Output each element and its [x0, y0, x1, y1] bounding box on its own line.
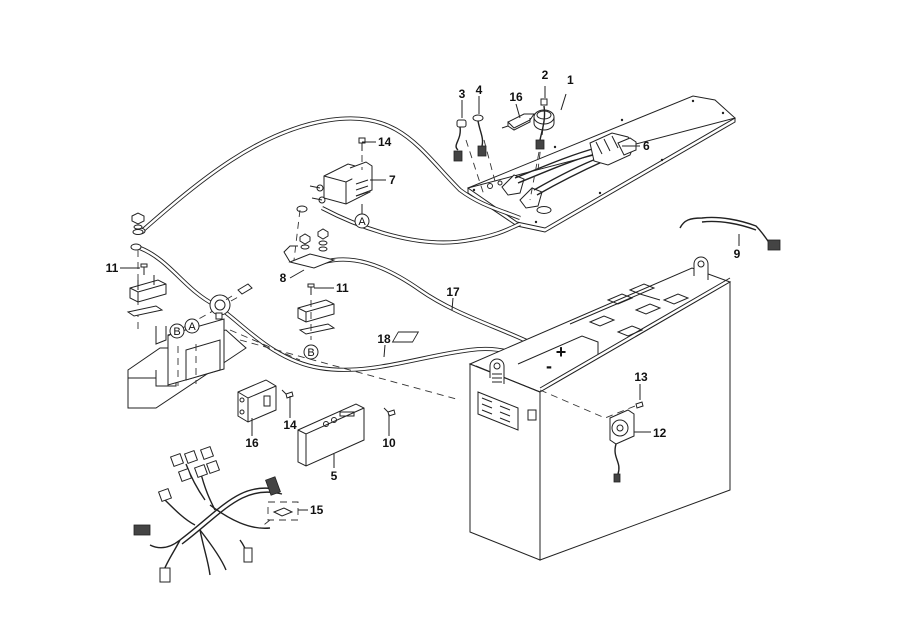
part-4-indicator — [472, 114, 497, 186]
callout-a-plate: A — [184, 318, 200, 334]
callout-b-plate-label: B — [173, 326, 180, 338]
cables — [139, 116, 550, 372]
part-number-labels: 1 2 3 4 16 6 14 7 8 11 11 9 17 18 13 12 … — [106, 68, 741, 517]
callout-b-fuse: B — [303, 344, 319, 360]
right-terminal-stack — [283, 209, 336, 340]
callout-a-label: A — [358, 216, 366, 228]
label-7: 7 — [389, 173, 396, 187]
label-6: 6 — [643, 139, 650, 153]
label-13: 13 — [634, 370, 648, 384]
label-9: 9 — [734, 247, 741, 261]
leader-lines — [120, 86, 740, 511]
part-5-controller — [297, 403, 365, 467]
part-13-screw — [635, 401, 644, 409]
callout-a-plate-label: A — [188, 321, 196, 333]
label-3: 3 — [459, 87, 466, 101]
part-9-sensor-lead — [679, 216, 781, 251]
callout-a-contactor: A — [354, 213, 370, 229]
label-18: 18 — [377, 332, 391, 346]
callout-b-label: B — [307, 347, 314, 359]
part-7-contactor — [309, 155, 373, 214]
label-15: 15 — [310, 503, 324, 517]
part-6-connector-harness — [501, 132, 637, 209]
left-terminal-stack — [126, 212, 167, 332]
label-11-left: 11 — [106, 261, 119, 275]
part-14-screw-top — [358, 137, 366, 151]
part-2-switch — [529, 98, 548, 201]
callout-b-plate: B — [169, 323, 185, 339]
label-12: 12 — [653, 426, 667, 440]
part-16-module-lower — [237, 379, 277, 423]
label-5: 5 — [331, 469, 338, 483]
part-3-plug — [453, 119, 485, 196]
cable-clamp — [209, 283, 253, 320]
label-17: 17 — [446, 285, 460, 299]
positive-terminal-sign: + — [556, 342, 567, 362]
battery-box — [391, 256, 732, 561]
label-4: 4 — [476, 83, 483, 97]
label-14-lower: 14 — [283, 418, 297, 432]
label-16-lower: 16 — [245, 436, 259, 450]
part-12-fan — [539, 389, 641, 483]
wiring-harness — [133, 445, 283, 583]
label-2: 2 — [542, 68, 549, 82]
label-10: 10 — [382, 436, 396, 450]
label-11-right: 11 — [336, 281, 349, 295]
label-14-top: 14 — [378, 135, 392, 149]
label-16-top: 16 — [509, 90, 523, 104]
part-14-screw-lower — [281, 389, 294, 399]
part-16-module-top — [501, 113, 535, 131]
negative-terminal-sign: - — [546, 356, 552, 376]
part-15-jumper — [259, 501, 299, 529]
mounting-plate — [127, 295, 461, 409]
label-1: 1 — [567, 73, 574, 87]
label-8: 8 — [280, 271, 287, 285]
